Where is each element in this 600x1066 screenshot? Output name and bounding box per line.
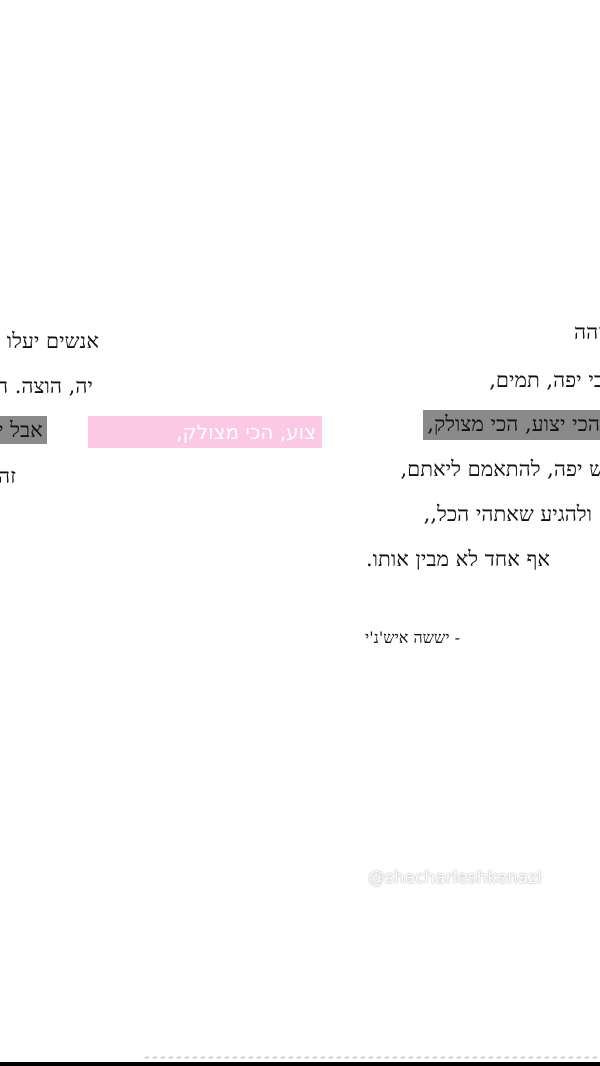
poem-line: אף אחד לא מבין אותו. <box>366 547 550 571</box>
bottom-bar <box>0 1062 600 1066</box>
poem-line: זהה <box>573 320 600 344</box>
poem-line-left: זה <box>0 464 16 488</box>
poem-line-highlighted: הכי יצוע, הכי מצולק, <box>423 410 600 440</box>
dotted-divider <box>143 1056 600 1059</box>
watermark: @shacharleshkenazi <box>368 868 542 888</box>
poem-line: בי יפה, תמים, <box>489 368 600 392</box>
poem-line: ש יפה, להתאמם ליאתם, <box>400 457 600 481</box>
poem-line: ולהגיע שאתהי הכל,, <box>423 502 592 526</box>
poem-line-left: אנשים יעלו ב <box>0 329 99 353</box>
pink-highlight-overlay: צוע, הכי מצולק, <box>88 416 322 448</box>
poem-signature: - יששה איש'נ'י <box>365 628 460 647</box>
poem-line-left-highlighted: אבל י <box>0 416 47 444</box>
poem-line-left: יה, הוצה. ה <box>0 374 93 398</box>
